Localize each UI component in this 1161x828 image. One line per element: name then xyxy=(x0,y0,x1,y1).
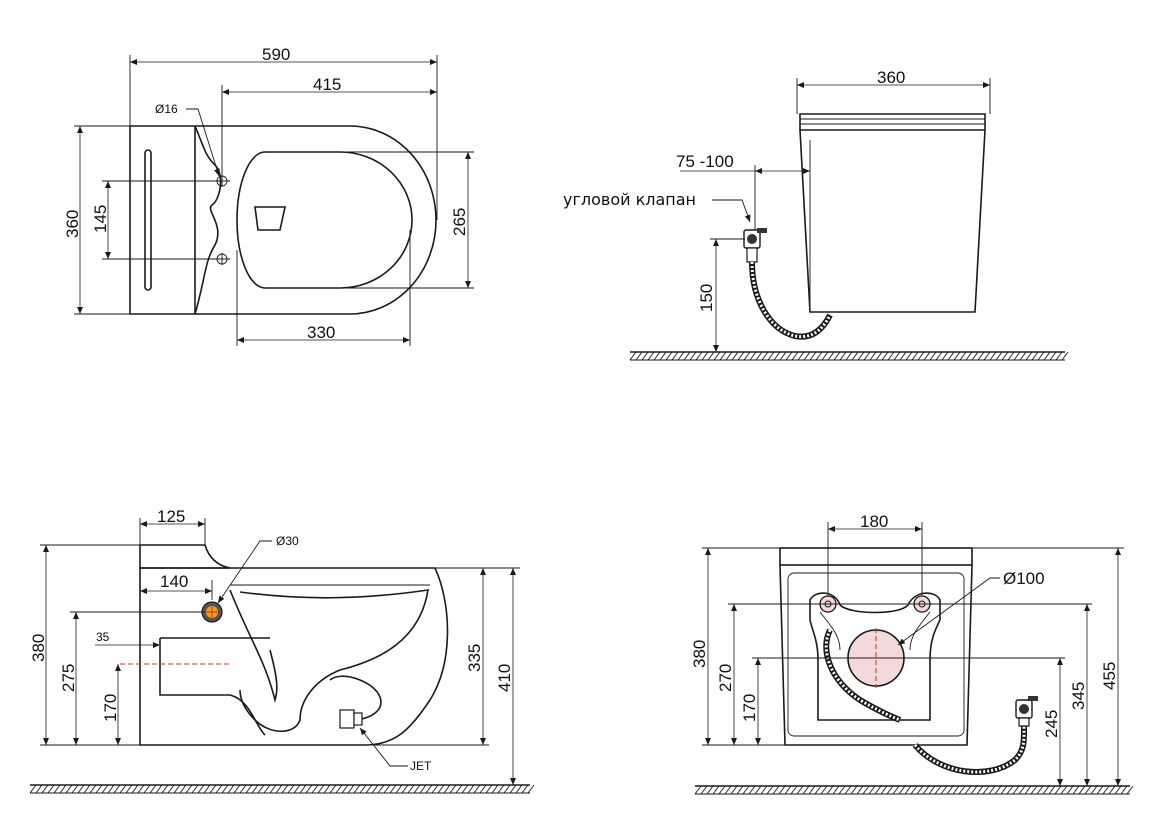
dim-590: 590 xyxy=(262,45,290,64)
rear-outline xyxy=(779,564,973,746)
dim-335: 335 xyxy=(465,644,484,672)
inlet-icon xyxy=(201,601,223,623)
dim-455: 455 xyxy=(1100,662,1119,690)
dim-410: 410 xyxy=(495,664,514,692)
rear-view: Ø100 180 380 270 170 245 345 455 xyxy=(690,512,1134,795)
outlet-diameter-label: Ø100 xyxy=(1003,569,1045,588)
dim-380-rear: 380 xyxy=(690,640,709,668)
top-outline xyxy=(129,125,437,315)
dim-360-top: 360 xyxy=(63,210,82,238)
valve-label: угловой клапан xyxy=(563,190,696,209)
dim-125: 125 xyxy=(157,507,185,526)
dim-140: 140 xyxy=(160,572,188,591)
dim-75-100: 75 -100 xyxy=(676,152,734,171)
dim-170-rear: 170 xyxy=(740,694,759,722)
section-outline xyxy=(139,567,449,746)
dim-345: 345 xyxy=(1069,682,1088,710)
dim-265: 265 xyxy=(450,208,469,236)
angle-valve-rear-icon xyxy=(1015,696,1038,727)
dim-380-section: 380 xyxy=(29,634,48,662)
dim-360-side: 360 xyxy=(877,68,905,87)
dim-415: 415 xyxy=(313,75,341,94)
inlet-diameter-label: Ø30 xyxy=(276,534,299,548)
dim-270: 270 xyxy=(716,664,735,692)
dim-170-section: 170 xyxy=(101,694,120,722)
jet-nozzle-icon xyxy=(329,675,382,729)
dim-35: 35 xyxy=(96,630,110,644)
dim-145: 145 xyxy=(91,205,110,233)
dim-245: 245 xyxy=(1042,710,1061,738)
section-view: Ø30 JET 125 140 35 380 275 170 xyxy=(29,507,535,794)
bowl-inner xyxy=(236,151,413,289)
top-view: 590 415 Ø16 360 145 265 330 xyxy=(63,45,474,346)
toilet-body-front xyxy=(799,129,986,313)
dim-180: 180 xyxy=(860,512,888,531)
hole-diameter-label: Ø16 xyxy=(155,102,178,116)
jet-label: JET xyxy=(410,759,432,773)
dim-275-section: 275 xyxy=(59,664,78,692)
dim-330: 330 xyxy=(307,323,335,342)
angle-valve-icon xyxy=(743,228,767,263)
side-install-view: 360 75 -100 угловой клапан 150 xyxy=(563,68,1069,361)
dim-150: 150 xyxy=(697,284,716,312)
